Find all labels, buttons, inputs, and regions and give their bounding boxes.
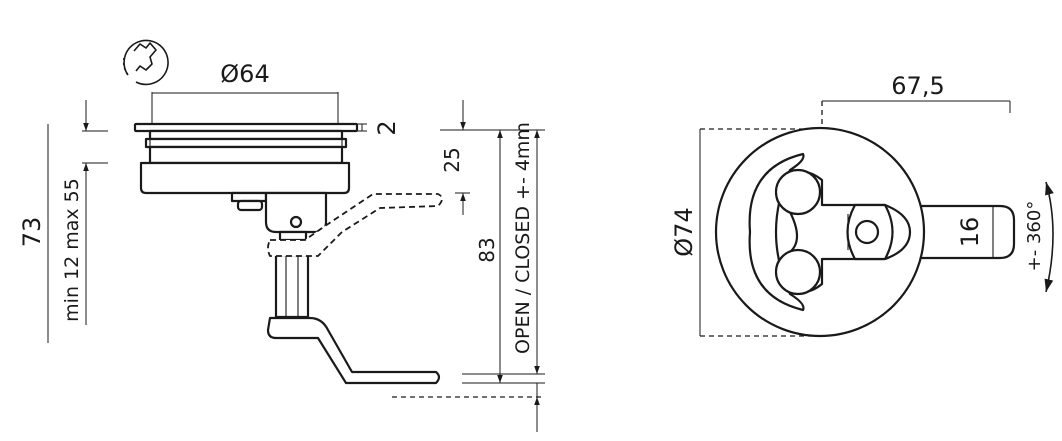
top-diameter-dimension: Ø64	[151, 60, 339, 124]
flange-thickness-dimension: 2	[357, 120, 401, 136]
handle-tab	[908, 204, 1016, 260]
width-dimension: 67,5	[821, 72, 1011, 205]
latch-disc	[714, 126, 926, 338]
lever-closed-position	[266, 316, 441, 385]
handle-height-label: 25	[440, 147, 464, 172]
diameter-dimension: Ø74	[670, 128, 817, 337]
handle-height-dimension: 25	[440, 100, 470, 215]
open-closed-dimension: OPEN / CLOSED +- 4mm	[512, 122, 540, 432]
latch-housing	[133, 122, 359, 319]
diameter-label: Ø74	[670, 207, 698, 256]
top-diameter-label: Ø64	[220, 60, 269, 88]
handle-width-label-group: 16	[956, 217, 984, 248]
top-view: 67,5 Ø74 16	[670, 72, 1054, 338]
rotation-label: +- 360°	[1024, 201, 1045, 272]
total-height-label: 73	[18, 217, 46, 248]
total-height-dimension: 73	[18, 124, 49, 343]
side-view: Ø64 2	[18, 39, 545, 432]
panel-thickness-dimension: min 12 max 55	[61, 100, 108, 325]
rough-surface-icon	[122, 39, 169, 86]
rotation-indicator: +- 360°	[1024, 181, 1054, 293]
panel-thickness-label: min 12 max 55	[61, 178, 83, 322]
flange-thickness-label: 2	[373, 120, 401, 135]
handle-width-label: 16	[956, 217, 984, 248]
stroke-dimension: 83	[475, 130, 503, 383]
open-closed-label: OPEN / CLOSED +- 4mm	[512, 122, 534, 354]
lever-open-position	[267, 193, 443, 257]
stroke-label: 83	[475, 237, 499, 262]
width-label: 67,5	[891, 72, 944, 100]
